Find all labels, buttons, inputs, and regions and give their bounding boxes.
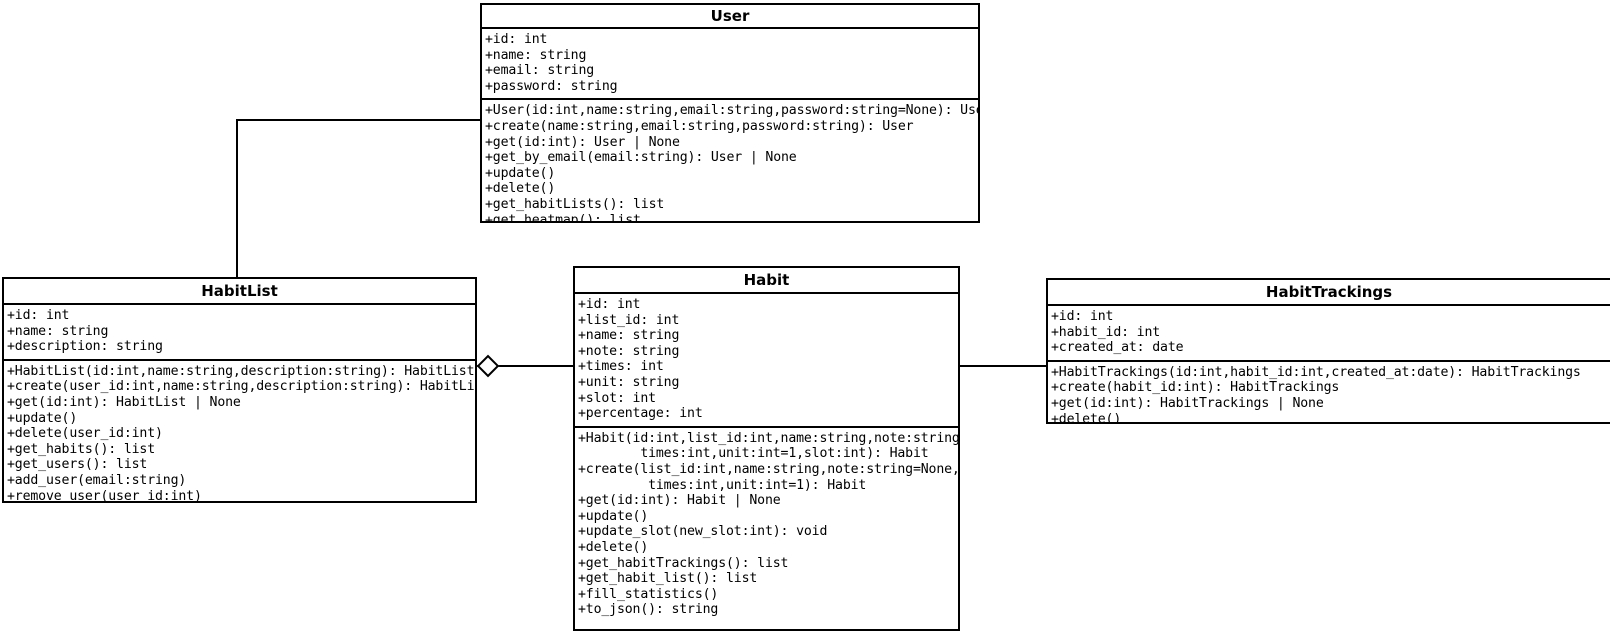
aggregation-diamond-habitlist xyxy=(476,354,500,378)
attribute-row: +name: string xyxy=(7,323,109,339)
attribute-row: +note: string xyxy=(578,343,680,359)
method-row: +User(id:int,name:string,email:string,pa… xyxy=(485,103,978,119)
attribute-row: +email: string xyxy=(485,63,595,79)
class-box-habitlist[interactable]: HabitList +id: int +name: string +descri… xyxy=(2,277,477,503)
connector-user-habitlist-vertical xyxy=(236,119,238,279)
method-row: +update() xyxy=(578,508,649,524)
attribute-row: +password: string xyxy=(485,78,618,94)
attribute-row: +id: int xyxy=(1051,309,1114,324)
attribute-row: +times: int xyxy=(578,359,664,375)
class-box-user[interactable]: User +id: int +name: string +email: stri… xyxy=(480,3,980,223)
attribute-row: +id: int xyxy=(7,308,70,323)
method-row: +create(list_id:int,name:string,note:str… xyxy=(578,461,958,477)
method-row: +create(user_id:int,name:string,descript… xyxy=(7,379,475,395)
class-attributes-habittrackings: +id: int +habit_id: int +created_at: dat… xyxy=(1048,306,1610,362)
attribute-row: +id: int xyxy=(578,297,641,312)
method-row: +delete() xyxy=(1051,411,1122,424)
method-row: +update() xyxy=(485,165,556,181)
class-title-user: User xyxy=(482,5,978,29)
class-methods-habittrackings: +HabitTrackings(id:int,habit_id:int,crea… xyxy=(1048,362,1610,424)
attribute-row: +slot: int xyxy=(578,390,656,406)
method-row: +delete() xyxy=(578,539,649,555)
method-row: +delete(user_id:int) xyxy=(7,426,163,442)
method-row: +get(id:int): HabitList | None xyxy=(7,394,241,410)
method-row: +create(habit_id:int): HabitTrackings xyxy=(1051,380,1340,396)
class-methods-user: +User(id:int,name:string,email:string,pa… xyxy=(482,100,978,223)
method-row: +get_habitLists(): list xyxy=(485,196,665,212)
class-attributes-habit: +id: int +list_id: int +name: string +no… xyxy=(575,294,958,428)
attribute-row: +id: int xyxy=(485,32,548,47)
attribute-row: +list_id: int xyxy=(578,312,680,328)
method-row: +get(id:int): Habit | None xyxy=(578,493,781,509)
method-row: +add_user(email:string) xyxy=(7,472,187,488)
attribute-row: +created_at: date xyxy=(1051,340,1184,356)
class-attributes-habitlist: +id: int +name: string +description: str… xyxy=(4,305,475,361)
attribute-row: +description: string xyxy=(7,339,163,355)
connector-user-habitlist-horizontal-top xyxy=(236,119,482,121)
class-attributes-user: +id: int +name: string +email: string +p… xyxy=(482,29,978,101)
method-row: +delete() xyxy=(485,181,556,197)
class-title-habittrackings: HabitTrackings xyxy=(1048,280,1610,306)
attribute-row: +percentage: int xyxy=(578,406,703,422)
method-row: +update() xyxy=(7,410,78,426)
method-row: +get_users(): list xyxy=(7,457,148,473)
method-row: +get_habits(): list xyxy=(7,441,156,457)
attribute-row: +name: string xyxy=(578,328,680,344)
method-row: +remove_user(user_id:int) xyxy=(7,488,202,503)
attribute-row: +unit: string xyxy=(578,374,680,390)
method-row: +get_by_email(email:string): User | None xyxy=(485,150,797,166)
method-row: +HabitList(id:int,name:string,descriptio… xyxy=(7,363,475,379)
method-row-continuation: times:int,unit:int=1): Habit xyxy=(578,477,867,493)
method-row: +to_json(): string xyxy=(578,602,719,618)
class-title-habitlist: HabitList xyxy=(4,279,475,305)
method-row: +fill_statistics() xyxy=(578,586,719,602)
attribute-row: +habit_id: int xyxy=(1051,324,1161,340)
method-row-continuation: times:int,unit:int=1,slot:int): Habit xyxy=(578,446,929,462)
method-row: +HabitTrackings(id:int,habit_id:int,crea… xyxy=(1051,364,1581,380)
method-row: +Habit(id:int,list_id:int,name:string,no… xyxy=(578,430,958,446)
attribute-row: +name: string xyxy=(485,47,587,63)
connector-habitlist-habit-line xyxy=(477,365,575,367)
method-row: +get_habit_list(): list xyxy=(578,571,758,587)
method-row: +get_habitTrackings(): list xyxy=(578,555,789,571)
class-title-habit: Habit xyxy=(575,268,958,294)
connector-habit-habittrackings-line xyxy=(958,365,1048,367)
method-row: +get(id:int): User | None xyxy=(485,134,680,150)
method-row: +get_heatmap(): list xyxy=(485,212,641,223)
class-box-habittrackings[interactable]: HabitTrackings +id: int +habit_id: int +… xyxy=(1046,278,1610,424)
class-methods-habitlist: +HabitList(id:int,name:string,descriptio… xyxy=(4,361,475,503)
method-row: +get(id:int): HabitTrackings | None xyxy=(1051,395,1324,411)
method-row: +create(name:string,email:string,passwor… xyxy=(485,118,914,134)
class-methods-habit: +Habit(id:int,list_id:int,name:string,no… xyxy=(575,428,958,622)
method-row: +update_slot(new_slot:int): void xyxy=(578,524,828,540)
class-box-habit[interactable]: Habit +id: int +list_id: int +name: stri… xyxy=(573,266,960,631)
